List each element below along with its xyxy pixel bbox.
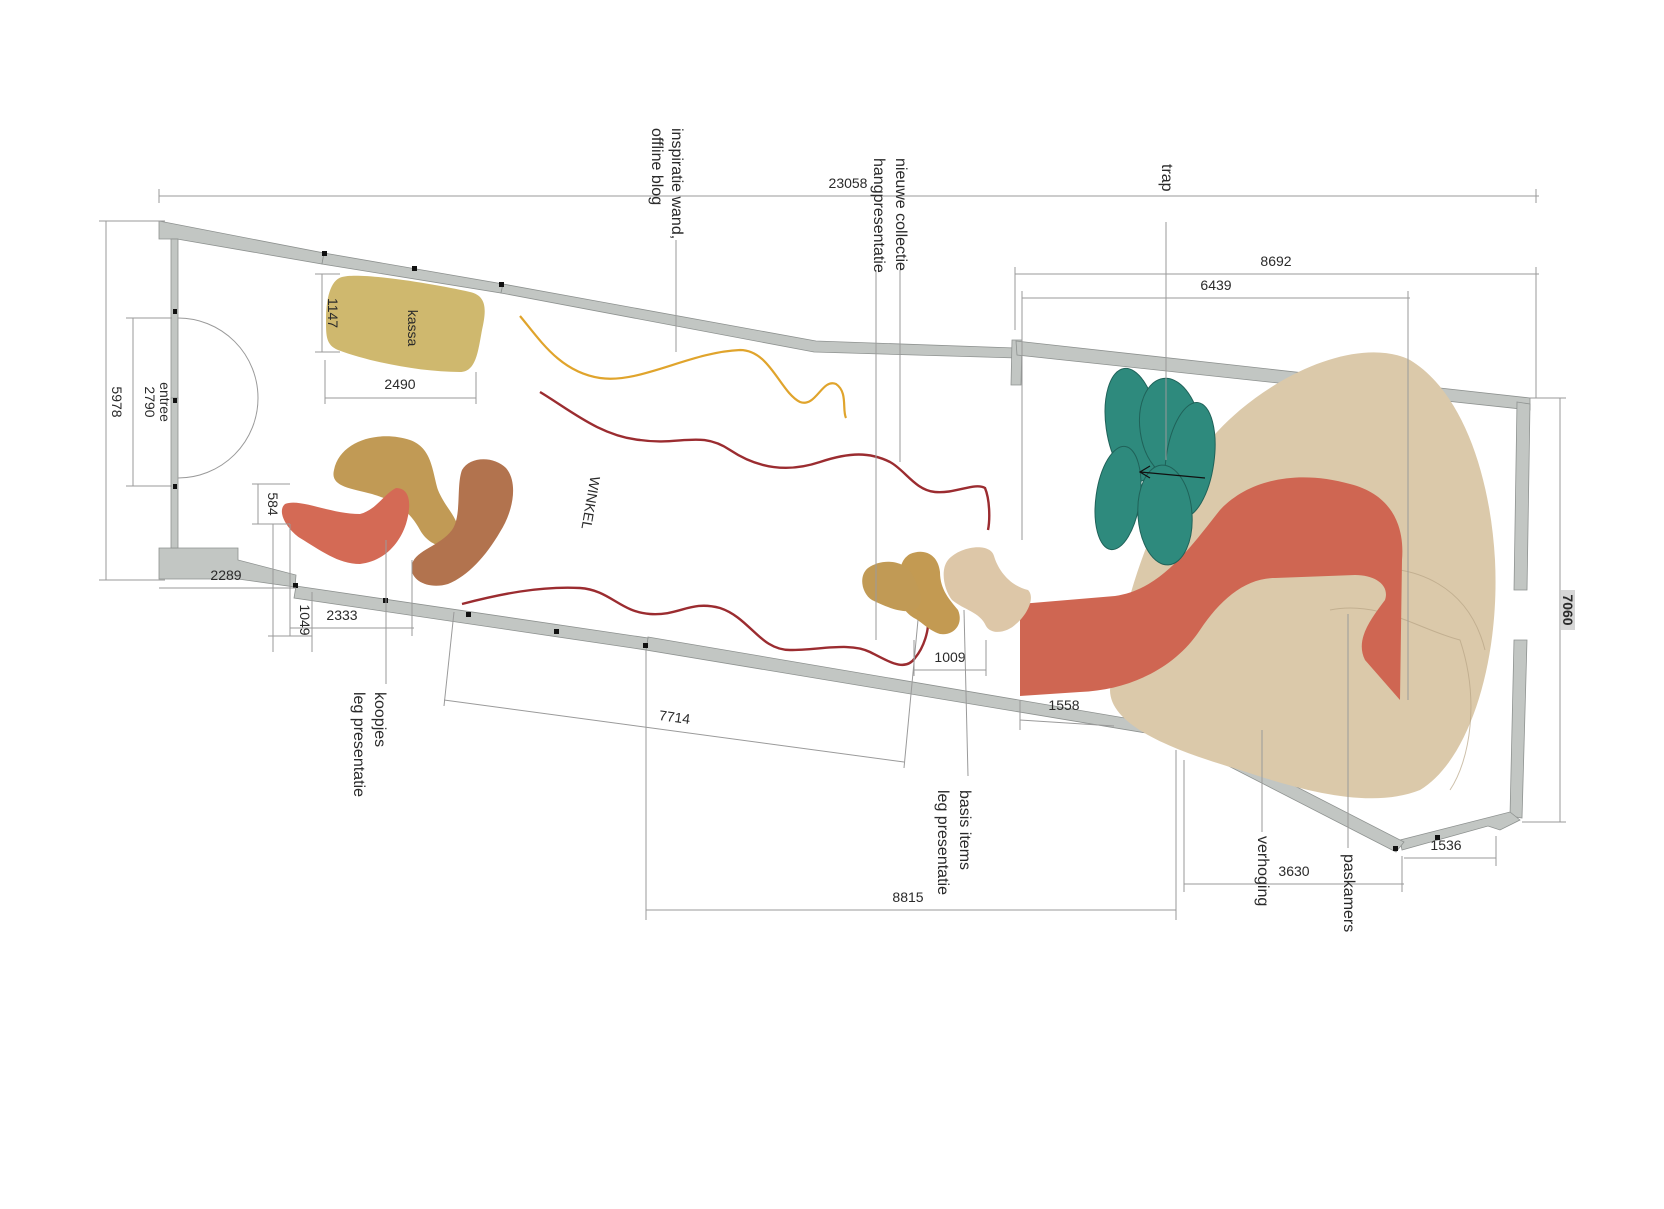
dim-entree-width: 2790 — [142, 386, 158, 417]
basis-ochre-right — [897, 551, 960, 635]
room-label-winkel: WINKEL — [578, 475, 603, 531]
dim-height-right-bg — [1561, 590, 1575, 630]
hangpresentatie-lower — [461, 586, 930, 667]
label-koopjes-1: koopjes — [371, 692, 388, 747]
dim-seg-3630: 3630 — [1278, 863, 1309, 879]
label-collectie-2: hangpresentatie — [870, 158, 887, 273]
hangpresentatie-upper — [539, 390, 991, 531]
wall-bottom-left — [158, 547, 297, 588]
dim-seg-1009: 1009 — [934, 649, 965, 665]
dim-height-right: 7060 — [1560, 594, 1576, 625]
basis-beige — [943, 547, 1031, 632]
dimensions: 23058 8692 6439 5978 2790 entree 1147 24… — [99, 175, 1576, 920]
label-koopjes-2: leg presentatie — [350, 692, 367, 797]
dim-gap-584: 584 — [265, 492, 281, 516]
koopjes-red — [281, 488, 410, 564]
dim-inner-right: 6439 — [1200, 277, 1231, 293]
entrance-door — [177, 317, 259, 479]
ramp — [1020, 477, 1403, 700]
dim-seg-1049: 1049 — [297, 604, 313, 635]
dim-seg-8815: 8815 — [892, 889, 923, 905]
entree-label: entree — [157, 382, 173, 422]
label-basis-2: leg presentatie — [934, 790, 951, 895]
label-trap: trap — [1158, 164, 1175, 192]
kassa-label: kassa — [405, 310, 421, 347]
kassa-counter — [326, 275, 485, 372]
wall-right-upper — [1513, 401, 1531, 591]
label-basis-1: basis items — [956, 790, 973, 870]
dim-seg-1536: 1536 — [1430, 837, 1461, 853]
basis-ochre-left — [862, 561, 921, 612]
inspiratie-wand — [519, 315, 848, 419]
label-collectie-1: nieuwe collectie — [892, 158, 909, 271]
dim-kassa-width: 2490 — [384, 376, 415, 392]
labels: inspiratie wand, offline blog nieuwe col… — [350, 128, 1357, 932]
wall-bottom-right — [1399, 811, 1521, 851]
label-inspiratie-2: offline blog — [648, 128, 665, 205]
wall-top-main — [500, 283, 1018, 359]
wall-right-lower — [1509, 639, 1528, 819]
dim-height-left: 5978 — [109, 386, 125, 417]
dim-seg-2333: 2333 — [326, 607, 357, 623]
dim-total-length: 23058 — [829, 175, 868, 191]
dim-width-right: 8692 — [1260, 253, 1291, 269]
label-verhoging: verhoging — [1254, 836, 1271, 906]
dim-seg-1558: 1558 — [1048, 697, 1079, 713]
dim-seg-7714: 7714 — [658, 707, 691, 727]
wall-top-left — [158, 220, 325, 265]
label-inspiratie-1: inspiratie wand, — [668, 128, 685, 239]
koopjes-brown — [411, 459, 514, 586]
label-paskamers: paskamers — [1340, 854, 1357, 932]
dim-kassa-depth: 1147 — [325, 298, 341, 328]
wall-left-upper — [170, 238, 179, 400]
trap-stairs — [1094, 367, 1216, 566]
dim-wall-2289: 2289 — [210, 567, 241, 583]
arrow-icon — [1138, 465, 1206, 479]
